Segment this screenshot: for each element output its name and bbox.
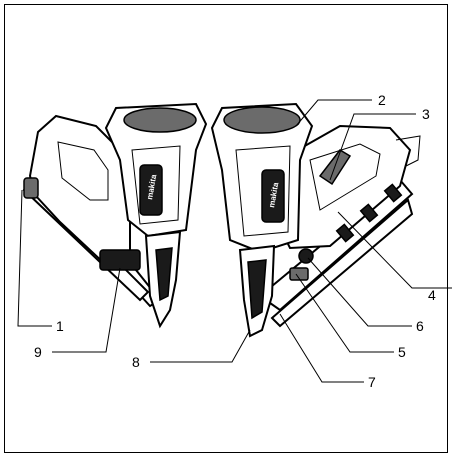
callout-9: 9 (34, 344, 42, 360)
left-battery-cover (99, 249, 141, 271)
right-top-cap (223, 106, 301, 134)
callout-1: 1 (56, 318, 64, 334)
callout-labels: 1 2 3 4 5 6 7 8 9 (34, 92, 436, 390)
right-battery-slot (289, 267, 309, 281)
left-end-cap (23, 177, 39, 199)
callout-3: 3 (422, 106, 430, 122)
right-nailer: makita (210, 102, 421, 338)
leader-lines (17, 99, 452, 383)
right-hook (395, 135, 421, 167)
left-brand-plate (139, 164, 163, 216)
callout-6: 6 (416, 318, 424, 334)
callout-7: 7 (368, 374, 376, 390)
right-brand-label: makita (267, 181, 280, 208)
callout-4: 4 (428, 287, 436, 303)
callout-5: 5 (398, 344, 406, 360)
callout-8: 8 (132, 354, 140, 370)
left-brand-label: makita (145, 173, 158, 200)
callout-2: 2 (378, 92, 386, 108)
left-top-cap (123, 107, 197, 133)
left-nailer: makita (22, 102, 208, 329)
right-brand-plate (261, 169, 285, 223)
